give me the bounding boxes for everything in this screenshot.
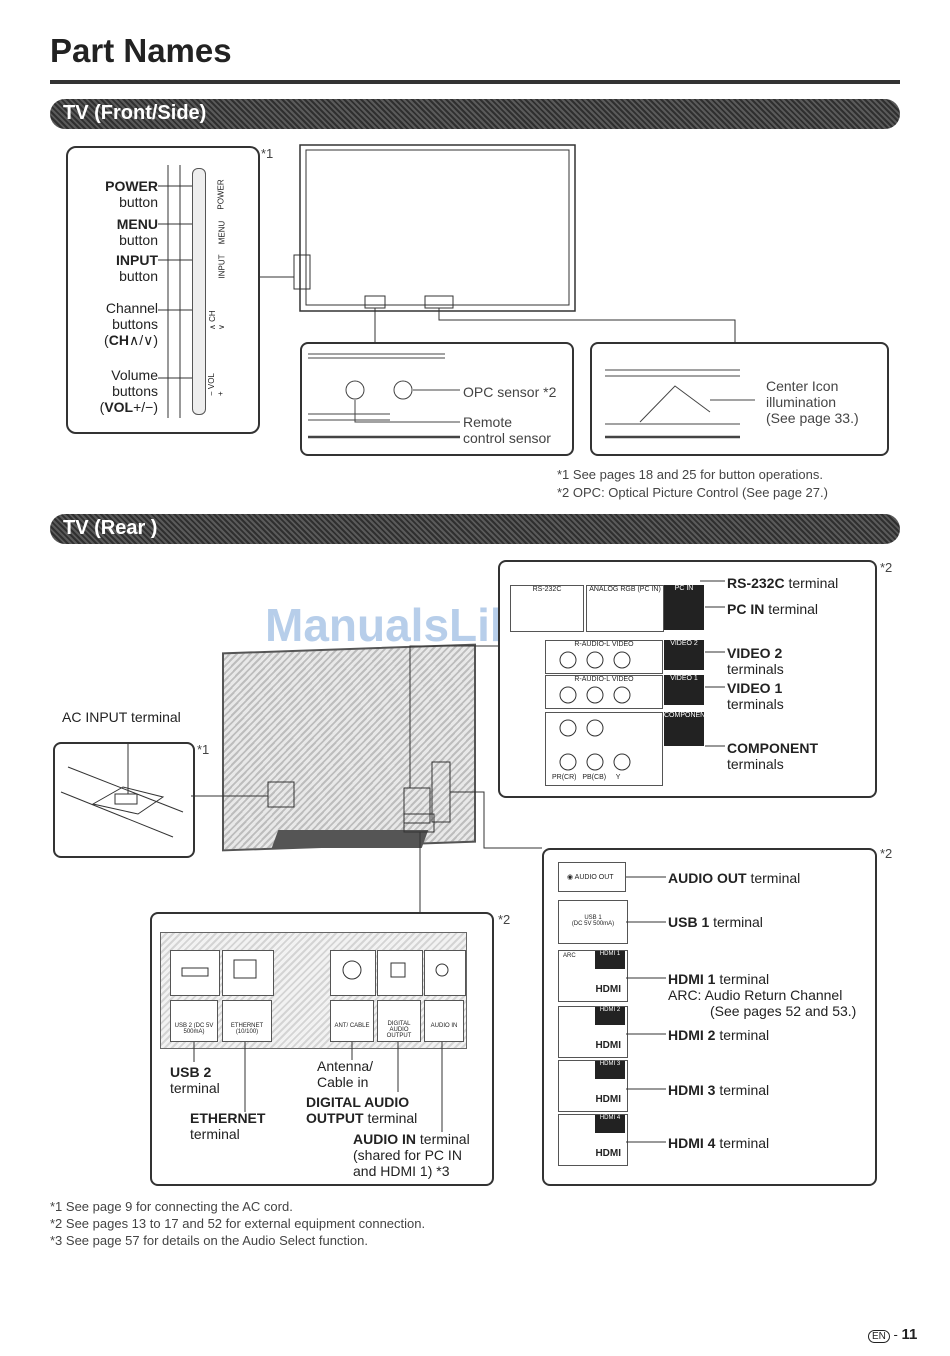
language-badge: EN xyxy=(868,1330,890,1343)
component-tag: COMPONENT xyxy=(664,712,710,746)
analog-rgb-port: ANALOG RGB (PC IN) xyxy=(586,585,664,632)
top-panel-leaders xyxy=(700,580,725,747)
pc-in-label: PC IN terminal xyxy=(727,601,819,617)
hdmi1-port: ARC HDMI 1 HDMI xyxy=(558,950,628,1002)
usb1-label: USB 1 terminal xyxy=(668,914,763,930)
page-number-value: 11 xyxy=(901,1326,918,1343)
rear-footnote-2: *2 See pages 13 to 17 and 52 for externa… xyxy=(50,1216,426,1231)
hdmi4-label: HDMI 4 terminal xyxy=(668,1135,770,1151)
volume-buttons-label: Volume buttons (VOL+/−) xyxy=(99,367,158,415)
section-band-rear: TV (Rear ) xyxy=(50,514,900,544)
page-number: EN - 11 xyxy=(868,1326,917,1343)
sensor-detail-art xyxy=(308,353,460,439)
section-band-front: TV (Front/Side) xyxy=(50,99,900,129)
hdmi2-label: HDMI 2 terminal xyxy=(668,1027,770,1043)
front-note-2: *2 OPC: Optical Picture Control (See pag… xyxy=(557,485,828,500)
audio-out-port: ◉ AUDIO OUT xyxy=(558,862,626,892)
title-rule xyxy=(50,80,900,84)
usb2-port-label: USB 2 (DC 5V 500mA) xyxy=(170,1000,218,1042)
rear-leader-lines xyxy=(191,645,542,912)
pc-in-tag: PC IN xyxy=(664,585,704,630)
section-title-front: TV (Front/Side) xyxy=(63,102,207,124)
digital-audio-port-label: DIGITAL AUDIO OUTPUT xyxy=(377,1000,421,1042)
digital-audio-port xyxy=(377,950,423,996)
audio-out-label: AUDIO OUT terminal xyxy=(668,870,801,886)
ac-inlet-art xyxy=(60,742,184,838)
remote-sensor-label-2: control sensor xyxy=(463,430,551,446)
bottom-panel-marker: *2 xyxy=(498,912,511,927)
audio-in-port-label: AUDIO IN xyxy=(424,1000,464,1042)
antenna-label: Antenna/Cable in xyxy=(317,1058,374,1090)
hdmi3-label: HDMI 3 terminal xyxy=(668,1082,770,1098)
page-title: Part Names xyxy=(50,32,232,69)
usb2-port xyxy=(170,950,220,996)
side-panel-leaders xyxy=(626,876,666,1143)
center-icon-label: Center Icon illumination (See page 33.) xyxy=(766,378,859,426)
hdmi3-port: HDMI 3 HDMI xyxy=(558,1060,628,1112)
ac-footnote-marker: *1 xyxy=(197,742,210,757)
ac-input-label: AC INPUT terminal xyxy=(62,709,181,725)
video1-tag: VIDEO 1 xyxy=(664,675,704,705)
rear-footnote-3: *3 See page 57 for details on the Audio … xyxy=(50,1233,369,1248)
channel-buttons-label: Channel buttons (CH∧/∨) xyxy=(104,300,158,348)
footnote-marker-1: *1 xyxy=(261,146,274,161)
center-icon-art xyxy=(605,369,755,439)
hdmi4-port: HDMI 4 HDMI xyxy=(558,1114,628,1166)
side-panel-marker: *2 xyxy=(880,846,893,861)
ac-input-detail-box xyxy=(53,742,195,858)
hdmi2-port: HDMI 2 HDMI xyxy=(558,1006,628,1058)
rs232c-port: RS-232C xyxy=(510,585,584,632)
opc-sensor-label: OPC sensor *2 xyxy=(463,384,557,400)
usb1-port: USB 1(DC 5V 500mA) xyxy=(558,900,628,944)
button-strip xyxy=(192,168,206,415)
rs232c-label: RS-232C terminal xyxy=(727,575,839,591)
top-panel-marker: *2 xyxy=(880,560,893,575)
ethernet-port xyxy=(222,950,274,996)
component-labels: PR(CR) PB(CB) Y xyxy=(552,774,621,781)
antenna-port xyxy=(330,950,376,996)
section-title-rear: TV (Rear ) xyxy=(63,517,158,539)
rca-jacks xyxy=(559,651,631,771)
button-panel xyxy=(66,146,260,434)
antenna-port-label: ANT/ CABLE xyxy=(330,1000,374,1042)
front-note-1: *1 See pages 18 and 25 for button operat… xyxy=(557,467,823,482)
rear-footnote-1: *1 See page 9 for connecting the AC cord… xyxy=(50,1199,293,1214)
video2-tag: VIDEO 2 xyxy=(664,640,704,670)
front-leader-lines xyxy=(158,144,736,418)
remote-sensor-label-1: Remote xyxy=(463,414,513,430)
audio-in-port xyxy=(424,950,466,996)
bottom-panel-leaders xyxy=(181,959,449,1132)
ethernet-port-label: ETHERNET (10/100) xyxy=(222,1000,272,1042)
